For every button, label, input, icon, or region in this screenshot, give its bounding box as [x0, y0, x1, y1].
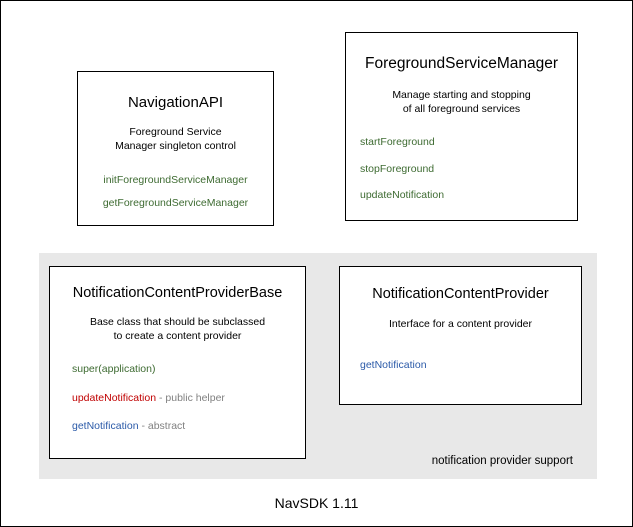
member-name: updateNotification — [360, 189, 445, 202]
member-note: - abstract — [138, 420, 186, 433]
class-description-notification-content-provider: Interface for a content provider — [340, 317, 581, 331]
class-description-line: Foreground Service — [129, 126, 222, 139]
class-title-navigation-api: NavigationAPI — [127, 94, 224, 111]
class-description-line: of all foreground services — [402, 102, 521, 115]
footer-version-label: NavSDK 1.11 — [274, 495, 359, 511]
member-item[interactable]: stopForeground — [360, 163, 577, 176]
member-item[interactable]: getForegroundServiceManager — [78, 197, 273, 210]
member-item[interactable]: updateNotification - public helper — [72, 392, 305, 405]
class-description-navigation-api: Foreground Service Manager singleton con… — [78, 125, 273, 153]
member-name: getForegroundServiceManager — [102, 197, 249, 210]
member-name: getNotification — [360, 358, 427, 371]
member-item[interactable]: startForeground — [360, 136, 577, 149]
member-item[interactable]: getNotification — [360, 359, 581, 372]
member-name: initForegroundServiceManager — [103, 173, 248, 186]
class-description-line: Manager singleton control — [115, 140, 236, 153]
class-box-notification-content-provider[interactable]: NotificationContentProvider Interface fo… — [339, 266, 582, 405]
member-item[interactable]: updateNotification — [360, 189, 577, 202]
member-list-notification-content-provider-base: super(application) updateNotification - … — [50, 363, 305, 433]
member-name: startForeground — [360, 136, 435, 149]
member-note: - public helper — [156, 391, 225, 404]
class-description-line: Base class that should be subclassed — [89, 315, 266, 328]
class-description-line: to create a content provider — [113, 329, 242, 342]
class-description-line: Interface for a content provider — [389, 317, 532, 330]
member-name: stopForeground — [360, 162, 435, 175]
class-title-notification-content-provider: NotificationContentProvider — [372, 286, 549, 302]
class-description-line: Manage starting and stopping — [392, 88, 531, 101]
member-item[interactable]: getNotification - abstract — [72, 420, 305, 433]
member-name: super(application) — [72, 363, 156, 376]
group-label: notification provider support — [431, 455, 573, 467]
member-item[interactable]: initForegroundServiceManager — [78, 174, 273, 187]
class-title-foreground-service-manager: ForegroundServiceManager — [365, 55, 558, 72]
member-item[interactable]: super(application) — [72, 363, 305, 376]
class-description-foreground-service-manager: Manage starting and stopping of all fore… — [346, 88, 577, 116]
class-box-notification-content-provider-base[interactable]: NotificationContentProviderBase Base cla… — [49, 266, 306, 459]
class-box-foreground-service-manager[interactable]: ForegroundServiceManager Manage starting… — [345, 32, 578, 221]
member-list-navigation-api: initForegroundServiceManager getForegrou… — [78, 174, 273, 210]
class-title-notification-content-provider-base: NotificationContentProviderBase — [72, 285, 283, 301]
member-name: getNotification — [72, 420, 139, 433]
class-description-notification-content-provider-base: Base class that should be subclassed to … — [50, 315, 305, 343]
class-box-navigation-api[interactable]: NavigationAPI Foreground Service Manager… — [77, 71, 274, 226]
member-list-foreground-service-manager: startForeground stopForeground updateNot… — [346, 136, 577, 202]
member-name: updateNotification — [72, 391, 157, 404]
member-list-notification-content-provider: getNotification — [340, 359, 581, 372]
